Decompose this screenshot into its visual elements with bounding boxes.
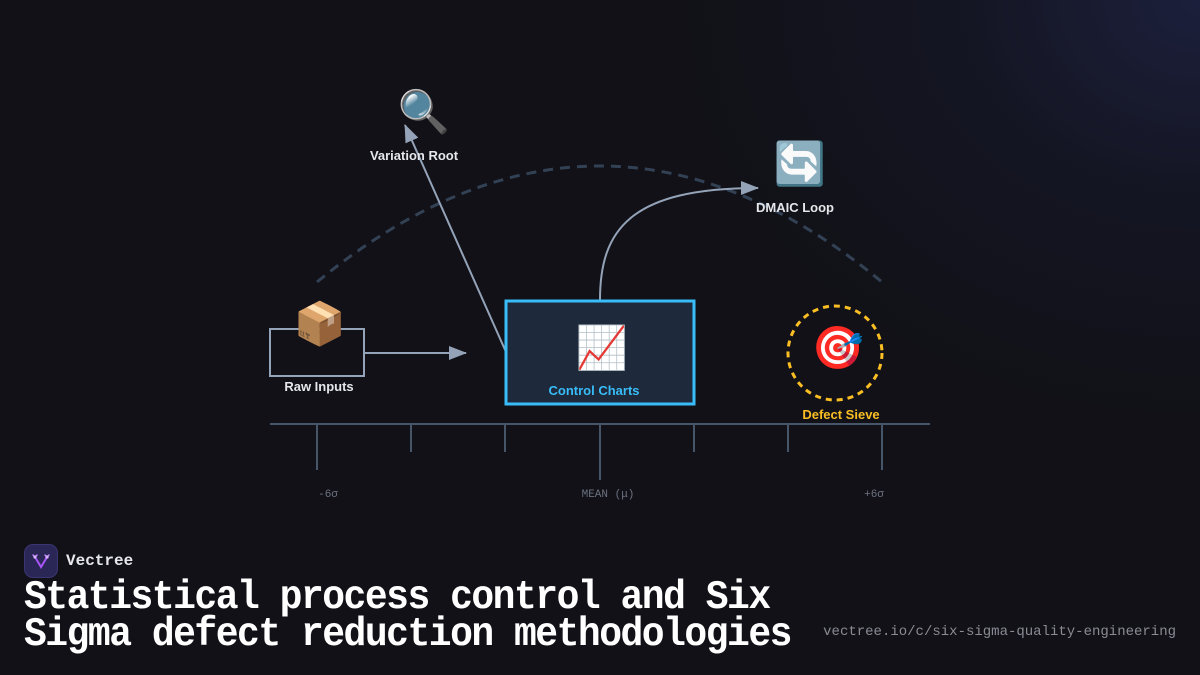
control-charts-box xyxy=(504,299,696,406)
chart-increasing-icon: 📈 xyxy=(575,323,629,372)
repeat-arrows-icon: 🔄 xyxy=(773,139,827,188)
edge-control-to-dmaic xyxy=(599,181,759,301)
brand-name: Vectree xyxy=(66,552,134,570)
axis-label-minus-6-sigma: -6σ xyxy=(318,489,338,501)
distribution-arc xyxy=(316,164,883,284)
magnifying-glass-icon: 🔍 xyxy=(397,87,451,136)
bullseye-dart-icon: 🎯 xyxy=(811,323,865,372)
page-title: Statistical process control and Six Sigm… xyxy=(24,577,792,655)
sigma-axis xyxy=(270,423,930,480)
course-url-link[interactable]: vectree.io/c/six-sigma-quality-engineeri… xyxy=(823,624,1176,640)
brand: Vectree xyxy=(24,544,133,578)
defect-sieve-ring xyxy=(786,304,884,402)
title-line-1: Statistical process control and Six xyxy=(24,574,771,622)
variation-root-label: Variation Root xyxy=(369,148,459,163)
edge-control-to-variation xyxy=(404,124,507,353)
control-charts-label: Control Charts xyxy=(548,383,640,398)
title-line-2: Sigma defect reduction methodologies xyxy=(24,611,792,658)
package-box-icon: 📦 xyxy=(293,299,347,348)
axis-label-plus-6-sigma: +6σ xyxy=(864,489,884,501)
defect-sieve-label: Defect Sieve xyxy=(802,407,880,422)
raw-inputs-label: Raw Inputs xyxy=(284,379,354,394)
dmaic-loop-label: DMAIC Loop xyxy=(756,200,834,215)
vectree-logo-icon xyxy=(24,544,58,578)
axis-label-mean: MEAN (μ) xyxy=(581,489,635,501)
